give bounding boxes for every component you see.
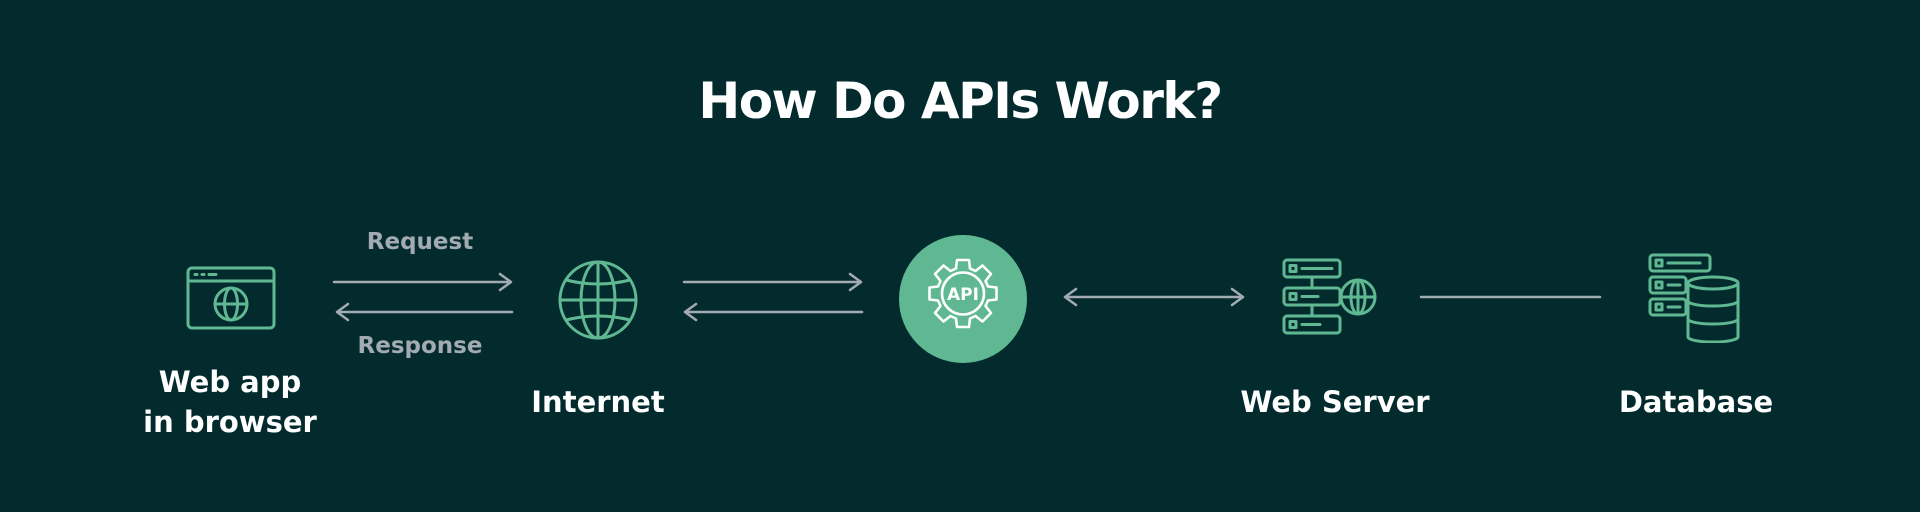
internet-label: Internet — [531, 385, 665, 419]
response-label: Response — [357, 333, 483, 359]
globe-icon — [558, 260, 638, 340]
server-globe-icon — [1282, 258, 1377, 335]
api-icon-text: API — [947, 285, 979, 305]
api-gear-icon: API — [899, 235, 1027, 363]
response-arrow — [335, 302, 514, 322]
browser-globe-icon — [186, 266, 276, 330]
request-arrow — [332, 272, 513, 292]
internet-to-api-arrow — [682, 272, 863, 292]
web-app-label-line1: Web app — [158, 365, 302, 399]
web-app-label: Web app in browser — [110, 362, 350, 442]
database-server-icon — [1648, 253, 1740, 343]
diagram-title: How Do APIs Work? — [698, 72, 1223, 130]
api-webserver-arrow — [1063, 287, 1245, 307]
database-label: Database — [1618, 385, 1774, 419]
request-label: Request — [366, 229, 474, 255]
api-to-internet-arrow — [683, 302, 864, 322]
web-server-label: Web Server — [1240, 385, 1430, 419]
web-app-label-line2: in browser — [143, 405, 317, 439]
